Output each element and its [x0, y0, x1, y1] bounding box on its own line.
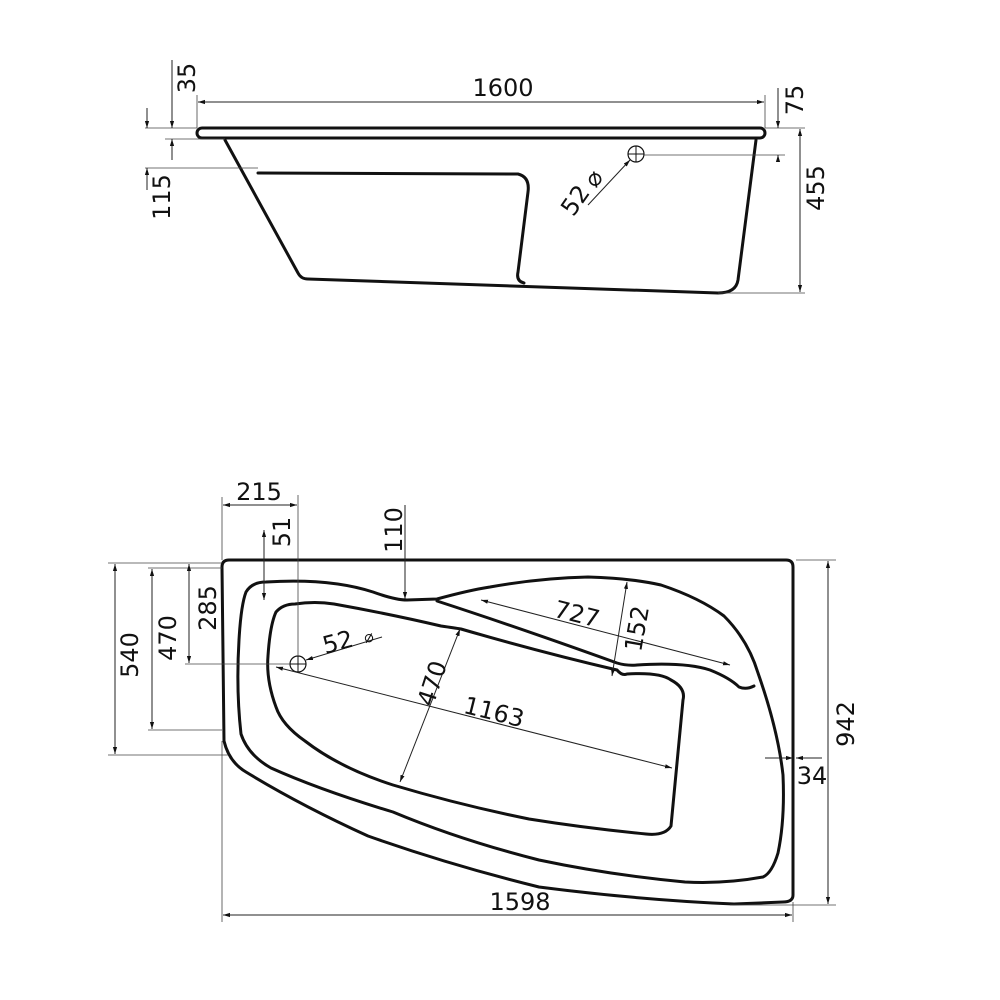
dim-left-width: 540	[116, 632, 144, 678]
dim-drain-x: 215	[236, 478, 282, 506]
dim-seat-depth: 115	[148, 174, 176, 220]
side-view: 1600 35 115 75 455 52 ⌀	[144, 60, 830, 295]
top-basin-outline	[266, 601, 685, 836]
dim-total-width: 942	[832, 701, 860, 747]
dim-drain-y: 285	[194, 585, 222, 631]
dim-overflow-diameter: 52	[555, 180, 595, 221]
diameter-symbol: ⌀	[361, 626, 376, 647]
dim-total-length: 1598	[489, 888, 550, 916]
dim-rim-thickness: 35	[173, 63, 201, 94]
top-rim-line	[236, 575, 785, 884]
drain-hole	[289, 655, 307, 673]
dim-basin-length: 1163	[461, 691, 527, 733]
side-body	[223, 138, 758, 295]
top-outer-outline	[220, 558, 795, 906]
dim-basin-left-width: 470	[154, 615, 182, 661]
dim-drain-diameter: 52	[320, 625, 357, 660]
dim-basin-width: 470	[412, 657, 453, 709]
side-seat-step	[256, 171, 530, 285]
side-overflow-hole	[627, 145, 645, 163]
dim-seat-gap: 110	[380, 507, 408, 553]
dim-overflow-offset: 75	[781, 85, 809, 116]
dim-height: 455	[802, 165, 830, 211]
dim-rim-offset: 51	[268, 517, 296, 548]
dim-length: 1600	[472, 74, 533, 102]
dim-rim-right: 34	[797, 762, 828, 790]
top-view: 215 51 110 540 470 285 52 ⌀ 1163 470 727…	[108, 478, 860, 922]
dim-seat-length: 727	[551, 595, 602, 633]
dim-seat-width: 152	[619, 604, 655, 654]
side-rim	[195, 126, 767, 140]
